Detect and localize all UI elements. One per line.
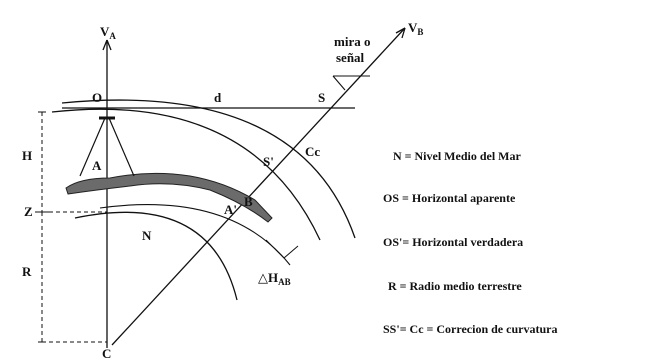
legend-item-r: R = Radio medio terrestre [388,279,522,293]
legend: N = Nivel Medio del Mar OS = Horizontal … [383,149,557,336]
mean-sea-level-curve [74,211,238,301]
label-mira-line1: mira o [334,34,370,49]
label-a-prime: A' [224,202,237,217]
delta-h-bracket-right [283,245,299,259]
label-mira-line2: señal [336,50,365,65]
legend-item-n: N = Nivel Medio del Mar [393,149,521,163]
label-o: O [92,90,102,105]
label-va: VA [100,24,116,41]
label-s-prime: S' [263,154,274,169]
vb-arrow-head-b [401,27,406,39]
label-n: N [142,228,152,243]
label-s: S [318,90,325,105]
vb-arrow-head-a [395,27,406,34]
delta-h-bracket-left [265,239,285,259]
label-a: A [92,158,102,173]
legend-item-os: OS = Horizontal aparente [383,191,516,205]
legend-item-ss-prime: SS'= Cc = Correcion de curvatura [383,322,557,336]
label-d: d [214,90,222,105]
tripod-right-leg [108,117,135,177]
label-cc: Cc [305,144,320,159]
terrain-surface [65,172,273,223]
tripod-left-leg [79,117,106,177]
label-z: Z [24,204,33,219]
curvature-outer-curve [61,99,356,239]
va-arrow-head-left [102,39,108,51]
legend-item-os-prime: OS'= Horizontal verdadera [383,235,523,249]
true-horizontal-curve [51,108,321,241]
label-b: B [244,194,253,209]
va-arrow-head-right [106,39,112,51]
label-h: H [22,148,32,163]
mira-pointer-diag [332,75,346,91]
label-delta-h: △HAB [258,270,291,287]
label-r: R [22,264,32,279]
label-c: C [102,346,111,360]
line-vb [111,27,406,346]
label-vb: VB [408,20,423,37]
